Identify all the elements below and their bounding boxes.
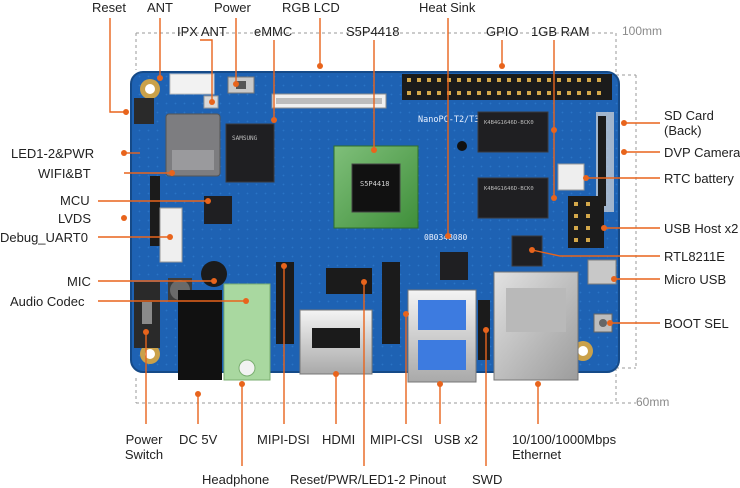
label-audio-codec: Audio Codec	[10, 294, 85, 309]
label-ram: 1GB RAM	[531, 24, 590, 39]
label-micro-usb: Micro USB	[664, 272, 727, 287]
board-model-silkscreen: NanoPC-T2/T3(1GB)	[418, 115, 505, 125]
emmc-mark: SAMSUNG	[232, 135, 258, 142]
width-dimension-label: 100mm	[622, 24, 663, 38]
label-emmc: eMMC	[254, 24, 293, 39]
label-sd-card: SD Card (Back)	[664, 108, 714, 138]
label-mcu: MCU	[60, 193, 90, 208]
label-usb-x2: USB x2	[434, 432, 479, 447]
label-headphone: Headphone	[202, 472, 270, 487]
label-power: Power	[214, 0, 251, 15]
label-reset: Reset	[92, 0, 126, 15]
label-dvp-camera: DVP Camera	[664, 145, 740, 160]
label-swd: SWD	[472, 472, 503, 487]
label-rtc-battery: RTC battery	[664, 171, 734, 186]
ram-mark-2: K4B4G1646D-BCK0	[484, 186, 534, 192]
label-rgb-lcd: RGB LCD	[282, 0, 340, 15]
label-ipx-ant: IPX ANT	[177, 24, 227, 39]
label-soc: S5P4418	[346, 24, 400, 39]
label-mipi-csi: MIPI-CSI	[370, 432, 423, 447]
leader-lines	[98, 18, 660, 466]
label-gpio: GPIO	[486, 24, 519, 39]
label-heat-sink: Heat Sink	[419, 0, 476, 15]
dimension-marks	[135, 32, 637, 404]
label-hdmi: HDMI	[322, 432, 356, 447]
pcb: SAMSUNG S5P4418 NanoPC-T2/T3(1GB) 0B0348…	[130, 71, 620, 383]
label-ant: ANT	[147, 0, 173, 15]
label-mipi-dsi: MIPI-DSI	[257, 432, 310, 447]
label-usb-host: USB Host x2	[664, 221, 739, 236]
height-dimension-label: 60mm	[636, 395, 670, 409]
ram-mark-1: K4B4G1646D-BCK0	[484, 120, 534, 126]
label-power-switch: Power Switch	[124, 432, 164, 462]
label-debug-uart: Debug_UART0	[0, 230, 88, 245]
label-mic: MIC	[67, 274, 91, 289]
label-ethernet: 10/100/1000Mbps Ethernet	[512, 432, 617, 462]
label-led-pwr: LED1-2&PWR	[11, 146, 95, 161]
label-wifi-bt: WIFI&BT	[38, 166, 91, 181]
label-pinout: Reset/PWR/LED1-2 Pinout	[290, 472, 447, 487]
label-boot-sel: BOOT SEL	[664, 316, 729, 331]
soc-mark: S5P4418	[360, 180, 390, 188]
label-lvds: LVDS	[58, 211, 91, 226]
label-dc5v: DC 5V	[179, 432, 218, 447]
label-rtl8211e: RTL8211E	[664, 249, 725, 264]
